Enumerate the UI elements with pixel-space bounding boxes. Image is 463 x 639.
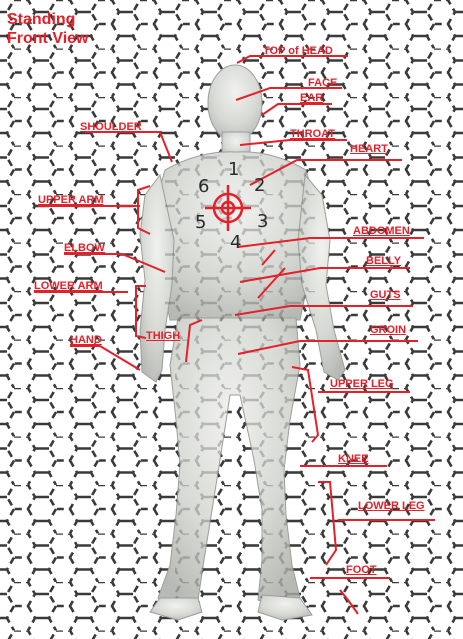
label-shoulder: SHOULDER [80, 121, 142, 133]
label-thigh: THIGH [146, 330, 180, 342]
label-groin: GROIN [370, 324, 406, 336]
target-number-2: 2 [254, 177, 265, 195]
label-ear: EAR [300, 92, 323, 104]
target-number-6: 6 [198, 178, 209, 196]
label-lower-leg: LOWER LEG [358, 500, 425, 512]
camo-pants-pattern [175, 318, 300, 598]
label-top-of-head: TOP of HEAD [263, 45, 333, 57]
target-number-4: 4 [230, 234, 241, 252]
label-lower-arm: LOWER ARM [34, 280, 103, 292]
target-number-5: 5 [195, 214, 206, 232]
label-face: FACE [308, 77, 337, 89]
label-foot: FOOT [346, 564, 377, 576]
label-upper-leg: UPPER LEG [330, 378, 394, 390]
title-line-1: Standing [7, 10, 89, 29]
label-upper-arm: UPPER ARM [38, 194, 104, 206]
label-elbow: ELBOW [64, 242, 105, 254]
label-heart: HEART [350, 143, 388, 155]
target-number-3: 3 [257, 213, 268, 231]
diagram-title: Standing Front View [7, 10, 89, 48]
title-line-2: Front View [7, 29, 89, 48]
target-number-1: 1 [228, 161, 239, 179]
label-throat: THROAT [290, 128, 335, 140]
label-abdomen: ABDOMEN [353, 225, 410, 237]
label-knee: KNEE [338, 453, 369, 465]
label-belly: BELLY [366, 255, 401, 267]
label-guts: GUTS [370, 289, 401, 301]
label-hand: HAND [70, 334, 102, 346]
